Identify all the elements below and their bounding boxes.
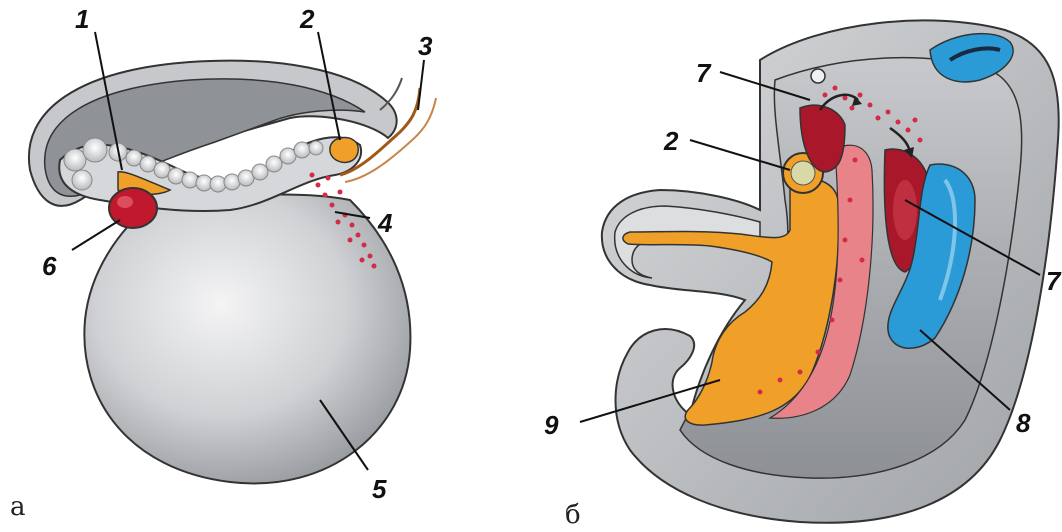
label-7-top: 7 bbox=[696, 58, 712, 88]
label-8: 8 bbox=[1016, 408, 1031, 438]
label-9: 9 bbox=[544, 410, 559, 440]
panel-label-a: а bbox=[10, 492, 26, 522]
panel-a-illustration bbox=[29, 61, 436, 484]
label-7-right: 7 bbox=[1046, 266, 1062, 296]
yolk-sac bbox=[84, 195, 410, 484]
label-2-b: 2 bbox=[663, 126, 679, 156]
label-6: 6 bbox=[42, 251, 57, 281]
label-4: 4 bbox=[377, 208, 393, 238]
panel-b-illustration bbox=[602, 20, 1059, 522]
label-1: 1 bbox=[75, 4, 89, 34]
label-2: 2 bbox=[299, 4, 315, 34]
label-5: 5 bbox=[372, 474, 387, 504]
label-3: 3 bbox=[418, 31, 433, 61]
orange-tissue-hind bbox=[330, 138, 358, 163]
panel-label-b: б bbox=[565, 500, 581, 530]
